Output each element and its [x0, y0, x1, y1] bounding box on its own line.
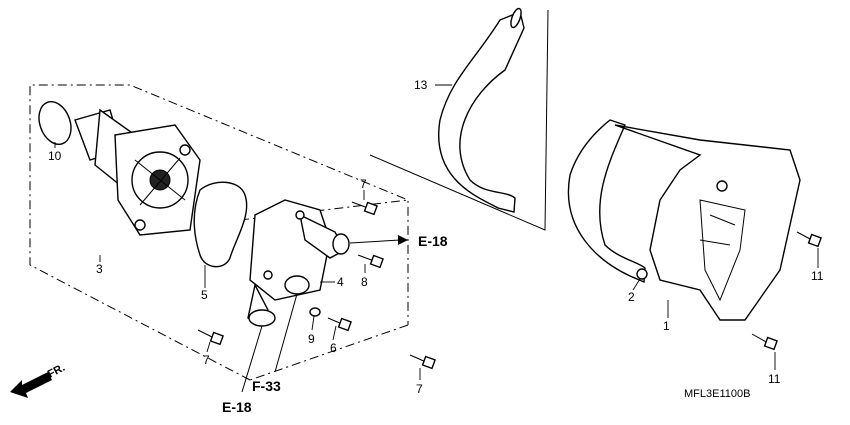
callout-10: 10	[48, 149, 62, 163]
water-pump-body	[74, 108, 201, 236]
strip-13	[437, 11, 525, 213]
group-boundary-inner	[239, 199, 409, 221]
leader-7a	[206, 341, 211, 353]
pump-cover-4	[247, 199, 350, 327]
cover-boundary	[369, 9, 549, 231]
arrow-e18-right	[398, 235, 408, 245]
callout-3: 3	[96, 262, 103, 276]
ref-f33[interactable]: F-33	[252, 378, 281, 394]
leader-6	[332, 325, 337, 341]
callout-11-bottom: 11	[768, 372, 781, 386]
washer-9	[309, 307, 321, 317]
drawing-code: MFL3E1100B	[684, 388, 750, 400]
callout-8: 8	[361, 275, 368, 289]
leader-2	[632, 278, 641, 291]
bolt-7-top	[351, 201, 378, 216]
o-ring-10	[38, 100, 72, 146]
callout-7-left: 7	[203, 353, 210, 367]
leader-e18-bottom	[241, 325, 263, 393]
group-boundary-bottom	[249, 324, 409, 381]
group-boundary	[29, 84, 409, 381]
callout-2: 2	[628, 290, 635, 304]
bolt-11-bottom	[751, 333, 778, 351]
callout-6: 6	[330, 341, 337, 355]
bolt-7-bottom	[409, 354, 436, 370]
callout-13: 13	[414, 78, 428, 92]
callout-9: 9	[308, 332, 315, 346]
ref-e18-bottom[interactable]: E-18	[222, 399, 252, 415]
callout-1: 1	[663, 319, 670, 333]
callout-7-bottom: 7	[416, 382, 423, 396]
leader-f33	[274, 293, 298, 373]
gasket-5	[193, 181, 248, 268]
callout-5: 5	[201, 288, 208, 302]
fr-arrow-icon	[10, 372, 52, 398]
leader-e18-right	[349, 239, 401, 244]
callout-7-top: 7	[360, 177, 367, 191]
bolt-6	[327, 317, 352, 332]
leader-9	[311, 315, 315, 331]
bolt-7-left	[197, 329, 224, 346]
callout-4: 4	[337, 275, 344, 289]
ref-e18-right[interactable]: E-18	[418, 233, 448, 249]
direction-label: FR.	[46, 362, 67, 381]
side-cover-1	[614, 124, 801, 321]
bolt-8	[357, 254, 384, 269]
gasket-2	[567, 119, 646, 284]
callout-11-top: 11	[811, 269, 824, 283]
bolt-11-top	[796, 231, 822, 248]
